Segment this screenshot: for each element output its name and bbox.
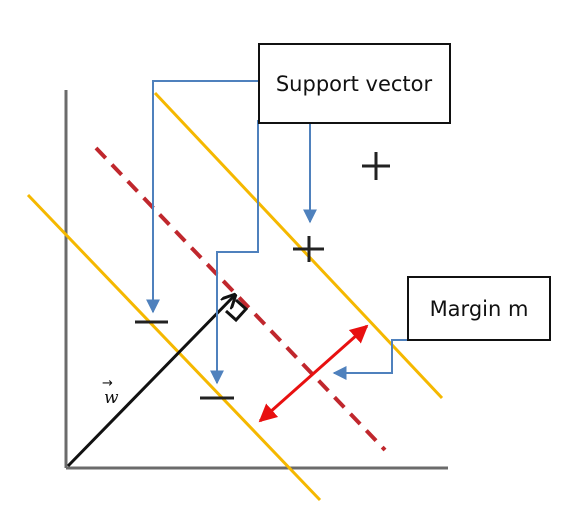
lower-margin-line: [26, 193, 322, 502]
callout-connector-middle: [210, 120, 259, 385]
margin-callout: Margin m: [407, 276, 551, 341]
support-vector-label: Support vector: [276, 72, 433, 96]
margin-callout-connector: [332, 339, 450, 380]
weight-vector-arrow: [66, 296, 234, 468]
plus-sign-support-vector: [293, 236, 324, 262]
margin-box: [407, 276, 551, 341]
plus-sign-class-point: [362, 152, 390, 180]
callout-connector-left: [146, 80, 258, 314]
right-angle-marker: [224, 298, 249, 323]
vector-w-arrow-glyph: →: [102, 376, 113, 391]
vector-w-label: w: [104, 388, 119, 408]
upper-margin-line: [153, 91, 444, 400]
margin-label: Margin m: [430, 297, 529, 321]
support-vector-box: [258, 43, 451, 124]
support-vector-callout: Support vector: [258, 43, 451, 124]
margin-double-arrow: [258, 324, 369, 423]
decision-hyperplane: [94, 146, 387, 452]
